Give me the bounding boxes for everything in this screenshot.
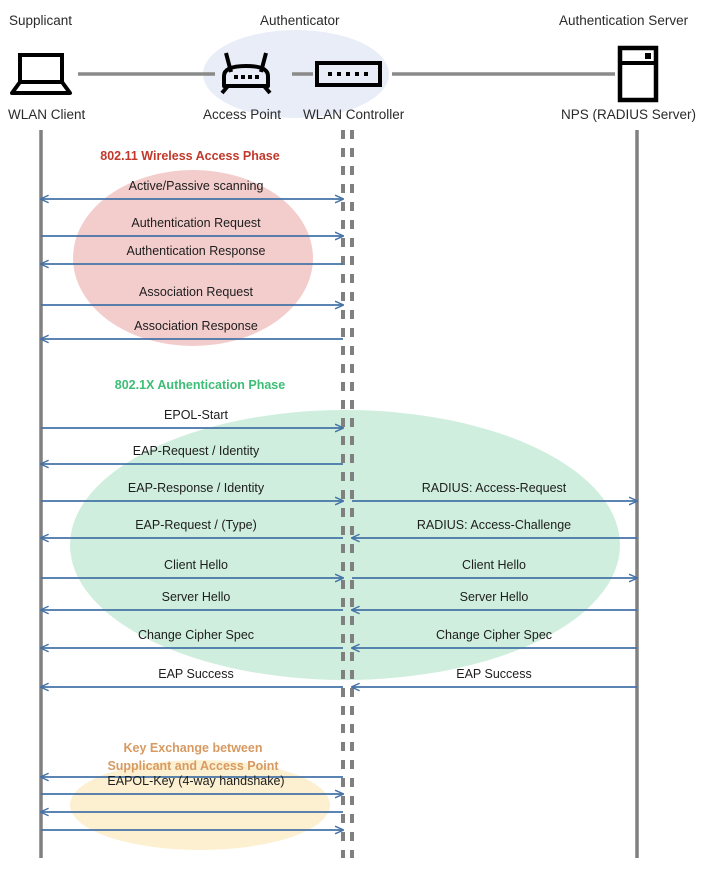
phase-label-802-1x: 802.1X Authentication Phase <box>0 376 400 394</box>
msg-association-request-label: Association Request <box>139 285 253 299</box>
msg-eap-success-left-label: EAP Success <box>158 667 234 681</box>
msg-eap-success-right-label: EAP Success <box>456 667 532 681</box>
msg-authentication-response-label: Authentication Response <box>126 244 266 258</box>
msg-radius-access-challenge-label: RADIUS: Access-Challenge <box>416 518 572 532</box>
lifelines <box>39 130 639 858</box>
msg-client-hello-right-label: Client Hello <box>462 558 526 572</box>
server-icon <box>617 45 659 103</box>
node-label-nps-radius-server: NPS (RADIUS Server) <box>561 107 697 122</box>
phase-label-key-exchange: Key Exchange between Supplicant and Acce… <box>0 721 386 775</box>
ellipse-key-exchange-phase <box>70 760 330 850</box>
phase-label-802-11-text: 802.11 Wireless Access Phase <box>100 149 280 163</box>
msg-client-hello-left-label: Client Hello <box>164 558 228 572</box>
node-label-access-point: Access Point <box>203 107 282 122</box>
msg-server-hello-left-label: Server Hello <box>161 590 231 604</box>
phase-label-802-1x-text: 802.1X Authentication Phase <box>114 378 286 392</box>
phase-label-key-exchange-text: Key Exchange between Supplicant and Acce… <box>107 741 279 773</box>
msg-change-cipher-spec-left-label: Change Cipher Spec <box>137 628 255 642</box>
role-title-authentication-server: Authentication Server <box>559 13 689 28</box>
msg-radius-access-request-label: RADIUS: Access-Request <box>421 481 567 495</box>
ellipse-802-11-phase <box>73 170 313 346</box>
msg-eapol-key-2-label: EAPOL-Key (4-way handshake) <box>107 774 285 788</box>
phase-label-802-11: 802.11 Wireless Access Phase <box>0 147 380 165</box>
msg-eap-request-identity-label: EAP-Request / Identity <box>132 444 260 458</box>
role-title-authenticator: Authenticator <box>260 13 340 28</box>
wlan-controller-icon <box>315 61 382 87</box>
msg-server-hello-right-label: Server Hello <box>459 590 529 604</box>
msg-eap-response-identity-label: EAP-Response / Identity <box>127 481 265 495</box>
message-arrows-right <box>352 501 637 687</box>
access-point-icon <box>220 52 272 95</box>
msg-change-cipher-spec-right-label: Change Cipher Spec <box>435 628 553 642</box>
msg-association-response-label: Association Response <box>134 319 258 333</box>
msg-epol-start-label: EPOL-Start <box>164 408 228 422</box>
node-label-wlan-controller: WLAN Controller <box>303 107 405 122</box>
message-arrows-left <box>41 199 343 830</box>
msg-eap-request-type-label: EAP-Request / (Type) <box>135 518 257 532</box>
msg-authentication-request-label: Authentication Request <box>131 216 261 230</box>
node-label-wlan-client: WLAN Client <box>8 107 86 122</box>
role-title-supplicant: Supplicant <box>9 13 73 28</box>
laptop-icon <box>10 53 72 95</box>
msg-active-passive-scanning-label: Active/Passive scanning <box>128 179 264 193</box>
